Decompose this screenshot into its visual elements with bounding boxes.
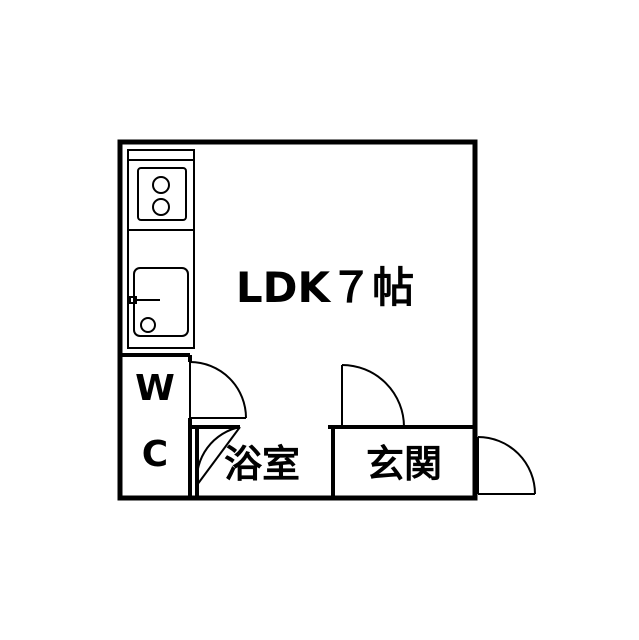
kitchen-counter	[127, 149, 195, 349]
ldk-label: LDK７帖	[236, 263, 414, 312]
entrance-label: 玄関	[366, 442, 442, 486]
wc-label-c: C	[142, 434, 168, 475]
inner-walls	[120, 353, 475, 498]
wc-door	[189, 361, 247, 419]
outer-walls	[117, 139, 478, 501]
entrance-inner-door	[341, 364, 405, 428]
wc-label-w: W	[135, 368, 175, 409]
bath-door	[195, 426, 241, 486]
bath-label: 浴室	[224, 442, 300, 486]
entrance-outer-door	[477, 436, 536, 495]
stove-icon	[137, 167, 187, 221]
sink-icon	[129, 267, 189, 337]
